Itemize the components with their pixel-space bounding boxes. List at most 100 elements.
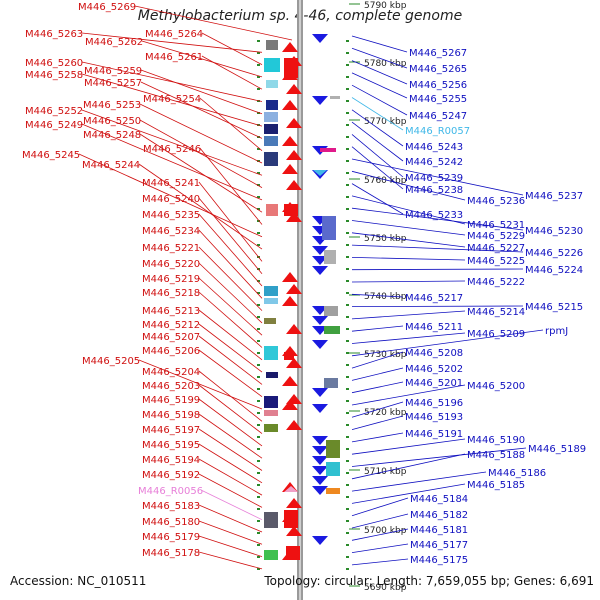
gene-label: M446_5260 (25, 58, 83, 69)
gene-leader-line (138, 163, 263, 250)
left-tick-mark (257, 172, 260, 174)
forward-gene-block (286, 546, 300, 560)
left-tick-mark (257, 388, 260, 390)
left-tick-mark (257, 520, 260, 522)
gene-label: M446_5191 (405, 429, 463, 440)
right-tick-mark (346, 352, 349, 354)
right-tick-mark (346, 316, 349, 318)
gene-label: M446_5240 (142, 194, 200, 205)
gene-label: M446_5183 (142, 501, 200, 512)
gene-leader-line (141, 40, 263, 78)
left-tick-mark (257, 184, 260, 186)
gene-label: M446_R0056 (138, 486, 203, 497)
gene-label: M446_5212 (142, 320, 200, 331)
reverse-gene-arrow (312, 536, 328, 545)
homolog-block (324, 326, 340, 334)
left-tick-mark (257, 280, 260, 282)
right-tick-mark (346, 400, 349, 402)
right-tick-mark (346, 244, 349, 246)
scale-label: 5730 kbp (364, 350, 407, 360)
forward-gene-block (284, 510, 298, 528)
scale-label: 5760 kbp (364, 176, 407, 186)
gene-leader-line (81, 109, 263, 176)
gene-leader-line (351, 310, 466, 320)
gene-label: M446_5255 (409, 94, 467, 105)
gene-leader-line (198, 213, 263, 287)
gene-leader-line (198, 551, 263, 570)
forward-gene-arrow (286, 498, 302, 508)
gene-label: M446_5259 (84, 66, 142, 77)
reverse-gene-arrow (312, 316, 328, 325)
gene-leader-line (351, 60, 408, 85)
gene-leader-line (351, 332, 466, 344)
gene-label: M446_5189 (528, 444, 586, 455)
gene-leader-line (351, 35, 408, 53)
gene-leader-line (198, 535, 263, 557)
left-tick-mark (257, 328, 260, 330)
homolog-block (264, 550, 278, 560)
right-tick-mark (346, 112, 349, 114)
accession-label: Accession: NC_010511 (10, 574, 147, 588)
gene-leader-line (199, 147, 263, 225)
genome-backbone-highlight (299, 0, 301, 600)
gene-leader-line (351, 497, 409, 517)
gene-label: M446_5263 (25, 29, 83, 40)
right-tick-mark (346, 388, 349, 390)
gene-leader-line (134, 5, 293, 41)
right-tick-mark (346, 88, 349, 90)
gene-leader-line (198, 197, 263, 274)
gene-leader-line (198, 504, 263, 533)
left-tick-mark (257, 220, 260, 222)
homolog-block (264, 112, 278, 122)
gene-label: M446_5205 (82, 356, 140, 367)
right-tick-mark (346, 484, 349, 486)
gene-leader-line (198, 443, 263, 484)
left-tick-mark (257, 460, 260, 462)
gene-leader-line (139, 103, 263, 164)
gene-label: M446_5244 (82, 160, 140, 171)
gene-label: M446_5242 (405, 157, 463, 168)
gene-leader-line (351, 134, 404, 178)
forward-gene-arrow (286, 118, 302, 128)
gene-label: M446_5241 (142, 178, 200, 189)
gene-label: M446_5184 (410, 494, 468, 505)
gene-label: M446_5250 (83, 116, 141, 127)
right-tick-mark (346, 364, 349, 366)
left-tick-mark (257, 40, 260, 42)
gene-label: M446_5239 (405, 173, 463, 184)
left-tick-mark (257, 484, 260, 486)
gene-label: M446_5253 (83, 100, 141, 111)
right-tick-mark (346, 136, 349, 138)
gene-label: M446_5265 (409, 64, 467, 75)
gene-label: M446_5200 (467, 381, 525, 392)
gene-leader-line (351, 471, 487, 492)
homolog-block (264, 124, 278, 134)
reverse-gene-arrow (312, 486, 328, 495)
right-tick-mark (346, 376, 349, 378)
gene-leader-line (138, 359, 263, 410)
left-tick-mark (257, 148, 260, 150)
left-tick-mark (257, 472, 260, 474)
rna-gene-arrow (313, 170, 327, 176)
forward-gene-arrow (282, 376, 298, 386)
left-tick-mark (257, 424, 260, 426)
gene-leader-line (351, 268, 524, 271)
right-tick-mark (346, 208, 349, 210)
gene-leader-line (351, 483, 466, 504)
right-tick-mark (346, 184, 349, 186)
gene-leader-line (351, 543, 409, 553)
gene-leader-line (200, 489, 263, 521)
gene-label: M446_5257 (84, 78, 142, 89)
gene-label: M446_5264 (145, 29, 203, 40)
gene-leader-line (351, 220, 466, 236)
gene-label: M446_5249 (25, 120, 83, 131)
forward-gene-arrow (286, 324, 302, 334)
gene-label: M446_5182 (410, 510, 468, 521)
right-tick-mark (346, 532, 349, 534)
gene-leader-line (198, 262, 263, 324)
right-tick-mark (346, 436, 349, 438)
gene-label: M446_5203 (142, 381, 200, 392)
gene-label: M446_5238 (405, 185, 463, 196)
gene-label: M446_5196 (405, 398, 463, 409)
left-tick-mark (257, 412, 260, 414)
